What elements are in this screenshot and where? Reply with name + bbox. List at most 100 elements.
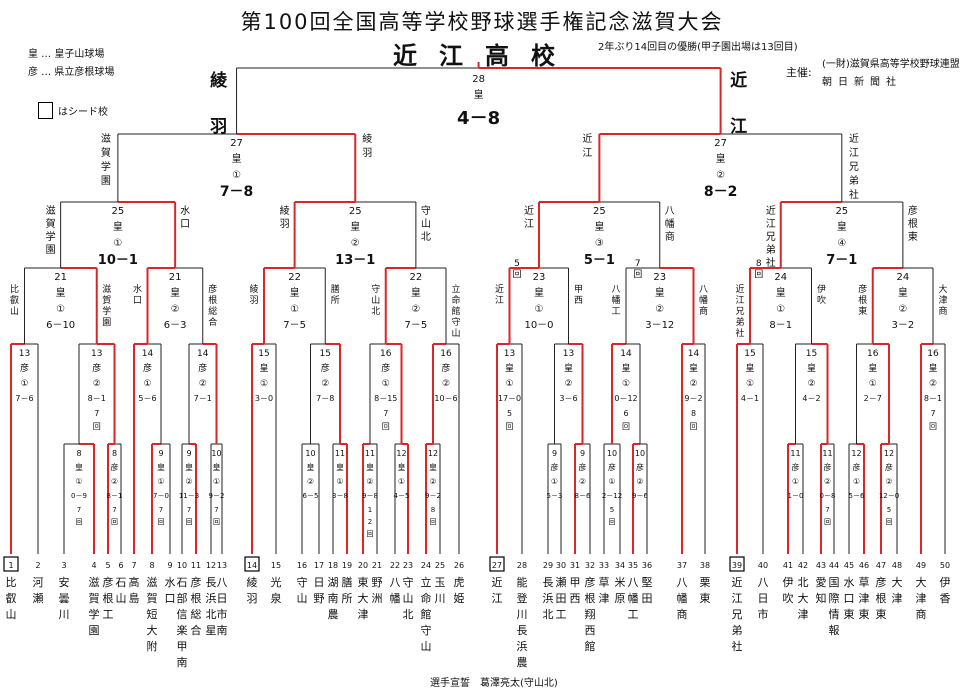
page-title: 第100回全国高等学校野球選手権記念滋賀大会 <box>240 10 724 34</box>
team-label: 工 <box>611 307 620 317</box>
team-name: 東 <box>700 592 711 605</box>
organizer: (一財)滋賀県高等学校野球連盟 朝日新聞社 <box>822 56 960 92</box>
game-number: ① <box>382 379 390 389</box>
game-score: 8－1 <box>924 394 942 403</box>
game-note: 7 <box>635 259 641 269</box>
game-venue: 皇 <box>411 286 421 299</box>
game-day: 16 <box>440 349 452 359</box>
venue-legend: 皇 … 皇子山球場 彦 … 県立彦根球場 <box>28 46 114 82</box>
final-team-left: 羽 <box>210 117 227 137</box>
team-label: 綾 <box>362 132 372 145</box>
team-name: 比 <box>6 576 17 589</box>
game-day: 22 <box>410 272 423 283</box>
game-number: ② <box>171 304 180 315</box>
team-name: 館 <box>585 639 596 653</box>
team-name: 立 <box>421 575 432 589</box>
team-name: 玉 <box>435 576 446 589</box>
team-name: 日 <box>217 592 228 605</box>
game-venue: 皇 <box>213 462 221 472</box>
game-venue: 皇 <box>366 462 374 472</box>
game-day: 15 <box>320 349 331 359</box>
legend-venue-hikone: 彦 … 県立彦根球場 <box>28 67 115 78</box>
team-name: 栗 <box>700 576 711 589</box>
game-number: ① <box>113 238 122 249</box>
team-label: 幡 <box>699 294 708 306</box>
team-number: 16 <box>297 561 307 570</box>
team-name: 湖 <box>328 576 339 589</box>
game-venue: 彦 <box>579 462 587 472</box>
team-name: 光 <box>271 575 282 589</box>
team-number: 48 <box>892 561 902 570</box>
game-venue: 彦 <box>20 362 29 374</box>
team-number: 20 <box>358 561 368 570</box>
game-venue: 皇 <box>185 462 193 472</box>
game-score: 6－3 <box>164 320 187 331</box>
team-name: 堅 <box>642 576 653 589</box>
game-score: 17－0 <box>498 394 521 403</box>
game-note: 7 <box>94 409 99 418</box>
game-note: 回 <box>754 269 763 280</box>
legend-venue-koshiyama: 皇 … 皇子山球場 <box>28 49 105 60</box>
game-day: 16 <box>927 349 939 359</box>
team-label: 総 <box>208 305 217 317</box>
team-name: 商 <box>677 607 688 621</box>
game-day: 16 <box>867 349 879 359</box>
seed-box-icon <box>38 102 53 119</box>
game-number: ① <box>290 304 299 315</box>
final-team-right: 近 <box>730 70 747 91</box>
team-name: 江 <box>492 592 503 605</box>
game-day: 10 <box>305 449 315 458</box>
team-label: 賀 <box>101 147 111 159</box>
team-number: 39 <box>732 561 742 570</box>
team-name: 星 <box>206 624 217 637</box>
game-number: ② <box>824 477 831 486</box>
team-label: 叡 <box>10 294 19 306</box>
final-team-left: 綾 <box>210 70 228 91</box>
game-score: 0－8 <box>820 492 836 500</box>
team-label: 賀 <box>46 218 56 230</box>
team-name: 工 <box>103 608 114 621</box>
team-label: 近 <box>582 132 592 145</box>
team-name: 南 <box>328 592 339 605</box>
team-number: 30 <box>556 561 566 570</box>
game-day: 24 <box>774 272 787 283</box>
team-name: 羽 <box>247 592 258 605</box>
game-score: 7－5 <box>283 320 306 331</box>
game-score: 7－8 <box>316 394 334 403</box>
team-name: 八 <box>758 576 769 589</box>
game-venue: 彦 <box>885 462 893 472</box>
game-venue: 皇 <box>56 286 66 299</box>
game-note: 回 <box>213 518 220 526</box>
team-number: 12 <box>206 561 216 570</box>
team-label: 園 <box>101 175 111 187</box>
team-label: 園 <box>102 317 111 328</box>
team-number: 19 <box>342 561 352 570</box>
team-label: 商 <box>665 230 675 243</box>
team-name: 姫 <box>454 591 465 605</box>
team-name: 北 <box>206 608 217 621</box>
game-day: 12 <box>428 449 438 458</box>
team-name: 農 <box>517 655 528 669</box>
game-day: 25 <box>835 206 848 217</box>
game-number: ② <box>429 477 436 486</box>
championship-note: 2年ぶり14回目の優勝(甲子園出場は13回目) <box>598 42 798 53</box>
team-number: 8 <box>149 561 154 570</box>
team-label: 北 <box>371 306 380 317</box>
team-name: 津 <box>358 608 369 621</box>
team-name: 根 <box>876 591 887 605</box>
team-number: 6 <box>118 561 123 570</box>
game-note: 1 <box>368 506 372 514</box>
team-number: 5 <box>105 561 110 570</box>
game-number: ② <box>93 379 101 389</box>
team-number: 24 <box>421 561 431 570</box>
team-name: 近 <box>492 576 503 589</box>
team-name: 八 <box>628 576 639 589</box>
game-number: ④ <box>837 238 846 249</box>
team-name: 東 <box>358 576 369 589</box>
game-note: 回 <box>929 422 937 431</box>
game-day: 11 <box>335 449 345 458</box>
team-label: 兄 <box>849 161 859 173</box>
team-name: 附 <box>147 639 158 653</box>
game-number: ① <box>608 477 615 486</box>
team-name: 浜 <box>206 592 217 605</box>
